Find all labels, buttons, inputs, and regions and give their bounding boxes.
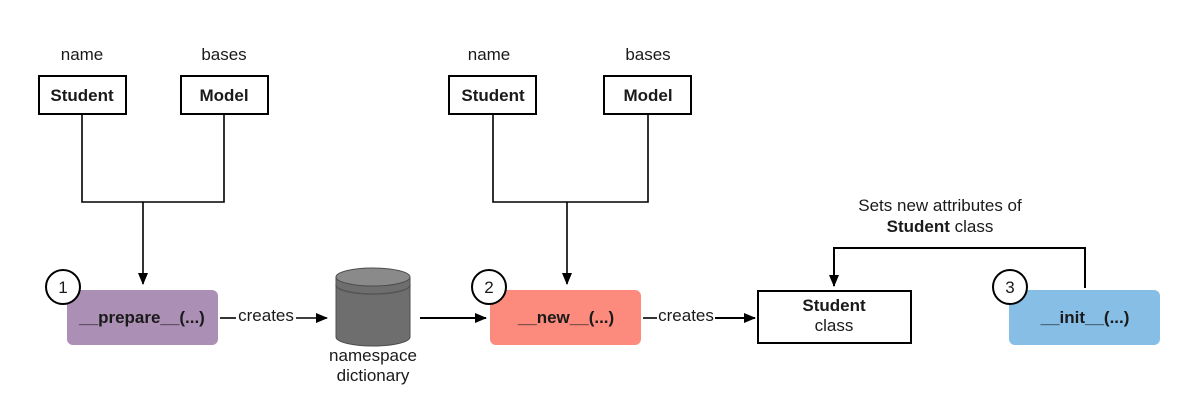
edge1-label: creates: [238, 306, 294, 325]
annotation-line1: Sets new attributes of: [858, 196, 1022, 215]
group1-name-box: [38, 75, 127, 115]
student-class-subtitle: class: [815, 316, 854, 335]
database-label-line2: dictionary: [337, 366, 410, 385]
prepare-label: __prepare__(...): [78, 308, 205, 327]
edge2-label: creates: [658, 306, 714, 325]
new-label: __new__(...): [517, 308, 614, 327]
student-class-box: [757, 290, 912, 344]
annotation-line2: Student class: [887, 217, 994, 236]
group1-name-value: Student: [50, 86, 114, 105]
step2-badge: [471, 269, 507, 305]
step1-badge: [45, 269, 81, 305]
step3-badge: [992, 269, 1028, 305]
group2-connector: [492, 114, 649, 203]
new-node: [490, 290, 641, 345]
group1-connector: [81, 114, 225, 203]
init-label: __init__(...): [1040, 308, 1130, 327]
group1-name-label: name: [61, 45, 104, 64]
database-icon: [335, 267, 411, 347]
group2-bases-label: bases: [625, 45, 670, 64]
group2-bases-box: [603, 75, 692, 115]
group1-bases-value: Model: [199, 86, 248, 105]
step1-number: 1: [58, 278, 67, 297]
init-node: [1009, 290, 1160, 345]
database-label-line1: namespace: [329, 346, 417, 365]
annotation-line2-rest: class: [950, 217, 993, 236]
step3-number: 3: [1005, 278, 1014, 297]
step2-number: 2: [484, 278, 493, 297]
init-to-class-arrow: [829, 247, 1086, 288]
student-class-title: Student: [802, 296, 866, 315]
group2-bases-value: Model: [623, 86, 672, 105]
annotation-line2-bold: Student: [887, 217, 951, 236]
group2-name-label: name: [468, 45, 511, 64]
group2-name-value: Student: [461, 86, 525, 105]
prepare-node: [67, 290, 218, 345]
group1-bases-label: bases: [201, 45, 246, 64]
